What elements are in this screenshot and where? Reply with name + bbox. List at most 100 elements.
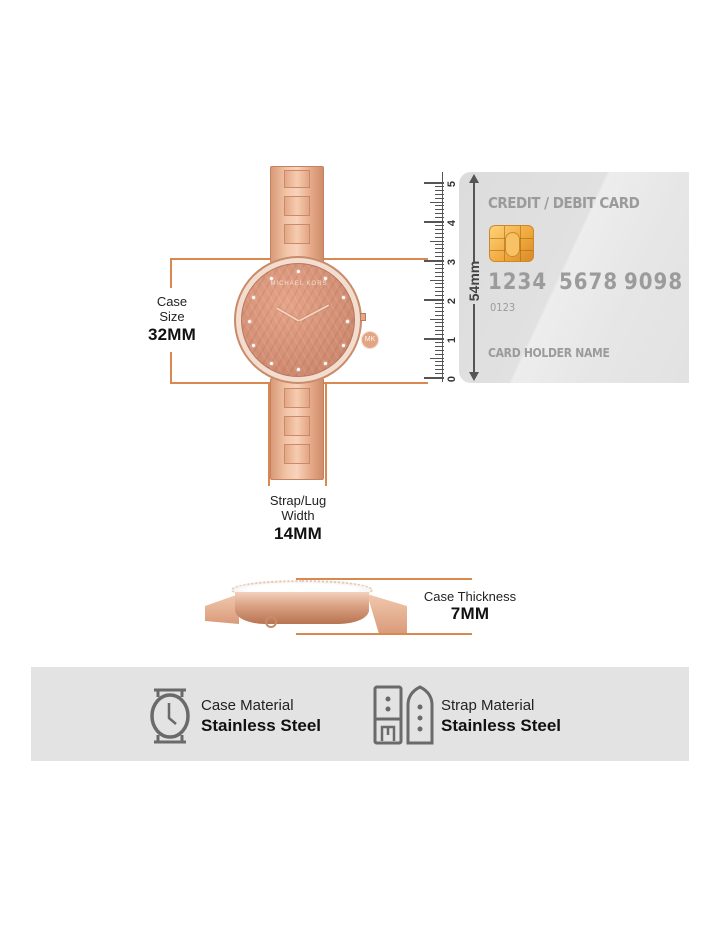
case-size-value: 32MM	[147, 325, 197, 344]
hour-marker	[342, 344, 345, 347]
bracelet-link	[284, 196, 310, 216]
strap-width-value: 14MM	[273, 524, 323, 543]
watch-icon	[148, 687, 192, 745]
ruler-mark-3: 3	[446, 258, 458, 266]
ruler-mark-1: 1	[446, 336, 458, 344]
bracelet-link	[284, 444, 310, 464]
ruler-tick	[430, 240, 444, 242]
thickness-guide-bottom	[296, 633, 472, 635]
hour-marker	[346, 320, 349, 323]
side-charm	[265, 616, 277, 628]
case-material-value: Stainless Steel	[201, 716, 322, 735]
card-height-arrow-top	[473, 180, 475, 262]
ruler-tick	[435, 256, 444, 258]
ruler-tick	[424, 338, 444, 340]
ruler-tick	[435, 252, 444, 254]
hour-marker	[252, 296, 255, 299]
ruler-tick	[430, 357, 444, 359]
ruler-tick	[435, 334, 444, 336]
ruler-tick	[435, 302, 444, 304]
side-bracelet-right	[367, 594, 407, 634]
mk-charm: MK	[361, 331, 379, 349]
ruler-tick	[435, 361, 444, 363]
ruler-tick	[435, 287, 444, 289]
ruler-mark-2: 2	[446, 297, 458, 305]
bracelet-link	[284, 388, 310, 408]
case-thickness-label: Case Thickness	[423, 589, 517, 604]
ruler-tick	[435, 189, 444, 191]
arrow-up-icon	[469, 174, 479, 183]
ruler-tick	[435, 291, 444, 293]
ruler-tick	[435, 232, 444, 234]
ruler-tick	[435, 314, 444, 316]
hour-marker	[297, 270, 300, 273]
ruler-tick	[424, 221, 444, 223]
card-height-label: 54mm	[466, 260, 482, 302]
ruler-tick	[435, 271, 444, 273]
ruler-tick	[430, 279, 444, 281]
ruler-tick	[430, 201, 444, 203]
side-bracelet-left	[205, 594, 239, 624]
strap-material-value: Stainless Steel	[441, 716, 562, 735]
card-sub-number: 0123	[490, 301, 516, 314]
hour-marker	[342, 296, 345, 299]
ruler-tick	[435, 244, 444, 246]
strap-width-label: Strap/Lug Width	[269, 493, 327, 523]
watch-crown	[360, 313, 366, 321]
ruler-tick	[435, 322, 444, 324]
arrow-down-icon	[469, 372, 479, 381]
ruler-tick	[435, 213, 444, 215]
card-number-group-3: 9098	[624, 270, 684, 295]
minute-hand	[275, 307, 300, 322]
ruler-spine	[442, 172, 443, 382]
ruler-tick	[435, 345, 444, 347]
ruler-tick	[435, 295, 444, 297]
ruler-tick	[435, 263, 444, 265]
hour-marker	[252, 344, 255, 347]
ruler-tick	[435, 330, 444, 332]
ruler-tick	[435, 306, 444, 308]
ruler-tick	[435, 224, 444, 226]
ruler-tick	[435, 193, 444, 195]
ruler-tick	[435, 283, 444, 285]
ruler-tick	[435, 373, 444, 375]
ruler-tick	[435, 205, 444, 207]
ruler-tick	[424, 377, 444, 379]
thickness-guide-top	[296, 578, 472, 580]
case-size-guide-left-top	[170, 258, 172, 288]
case-size-guide-left-bottom	[170, 352, 172, 384]
card-holder-name: CARD HOLDER NAME	[488, 346, 610, 360]
card-height-arrow-bottom	[473, 304, 475, 376]
bracelet-link	[284, 224, 310, 244]
ruler-tick	[435, 209, 444, 211]
hour-marker	[324, 362, 327, 365]
ruler-tick	[435, 197, 444, 199]
ruler-tick	[435, 185, 444, 187]
ruler-tick	[435, 326, 444, 328]
ruler-mark-4: 4	[446, 219, 458, 227]
hour-marker	[297, 368, 300, 371]
ruler-tick	[430, 318, 444, 320]
ruler-tick	[435, 369, 444, 371]
ruler-tick	[424, 299, 444, 301]
hour-marker	[324, 277, 327, 280]
strap-width-guide-right	[325, 384, 327, 486]
ruler-mark-0: 0	[446, 375, 458, 383]
side-case	[235, 592, 369, 624]
ruler-tick	[435, 267, 444, 269]
strap-icon	[372, 685, 436, 747]
card-number-group-1: 1234	[488, 270, 548, 295]
ruler-tick	[435, 248, 444, 250]
bracelet-link	[284, 170, 310, 188]
hour-marker	[248, 320, 251, 323]
ruler-mark-5: 5	[446, 180, 458, 188]
chip-icon	[489, 225, 534, 262]
watch-dial: MICHAEL KORS	[241, 263, 355, 377]
strap-material-label: Strap Material	[441, 697, 535, 714]
hour-hand	[298, 304, 330, 322]
ruler-tick	[435, 365, 444, 367]
hour-marker	[270, 277, 273, 280]
ruler-tick	[424, 182, 444, 184]
ruler-tick	[435, 353, 444, 355]
ruler-tick	[435, 228, 444, 230]
